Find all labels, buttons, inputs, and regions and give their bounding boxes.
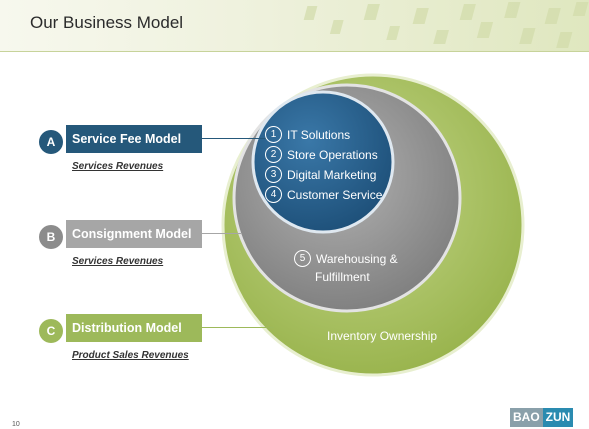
model-c-badge: C — [39, 319, 63, 343]
model-a: A Service Fee Model Services Revenues — [34, 125, 234, 185]
header-divider — [0, 51, 589, 52]
warehousing-item: 5 Warehousing & — [294, 250, 398, 267]
service-item: 4 Customer Service — [265, 186, 382, 203]
services-circle — [251, 90, 395, 234]
model-b: B Consignment Model Services Revenues — [34, 220, 234, 280]
number-badge: 1 — [265, 126, 282, 143]
model-c-revenue: Product Sales Revenues — [72, 350, 189, 361]
service-label: IT Solutions — [287, 127, 351, 142]
number-badge: 3 — [265, 166, 282, 183]
warehousing-label-line2: Fulfillment — [315, 270, 370, 284]
service-label: Customer Service — [287, 187, 383, 202]
model-b-badge: B — [39, 225, 63, 249]
page-number: 10 — [12, 421, 20, 428]
connector-line-a — [202, 138, 266, 139]
logo-text-part2: ZUN — [542, 408, 574, 427]
model-a-title: Service Fee Model — [66, 125, 202, 153]
inventory-ownership-label: Inventory Ownership — [327, 329, 438, 343]
model-c-title: Distribution Model — [66, 314, 202, 342]
model-a-revenue: Services Revenues — [72, 161, 164, 172]
model-b-title: Consignment Model — [66, 220, 202, 248]
connector-line-c — [202, 327, 274, 328]
model-a-badge: A — [39, 130, 63, 154]
number-badge: 4 — [265, 186, 282, 203]
service-item: 2 Store Operations — [265, 146, 378, 163]
service-item: 3 Digital Marketing — [265, 166, 376, 183]
model-c: C Distribution Model Product Sales Reven… — [34, 314, 234, 374]
service-label: Digital Marketing — [287, 167, 377, 182]
model-b-revenue: Services Revenues — [72, 256, 164, 267]
baozun-logo: BAO ZUN — [510, 408, 574, 427]
service-label: Store Operations — [287, 147, 378, 162]
number-badge: 2 — [265, 146, 282, 163]
header-banner: Our Business Model — [0, 0, 589, 52]
service-item: 1 IT Solutions — [265, 126, 350, 143]
connector-line-b — [202, 233, 242, 234]
decorative-pattern — [303, 2, 589, 48]
logo-text-part1: BAO — [510, 408, 543, 427]
number-badge: 5 — [294, 250, 311, 267]
page-title: Our Business Model — [30, 13, 184, 32]
warehousing-label-line1: Warehousing & — [316, 251, 398, 266]
